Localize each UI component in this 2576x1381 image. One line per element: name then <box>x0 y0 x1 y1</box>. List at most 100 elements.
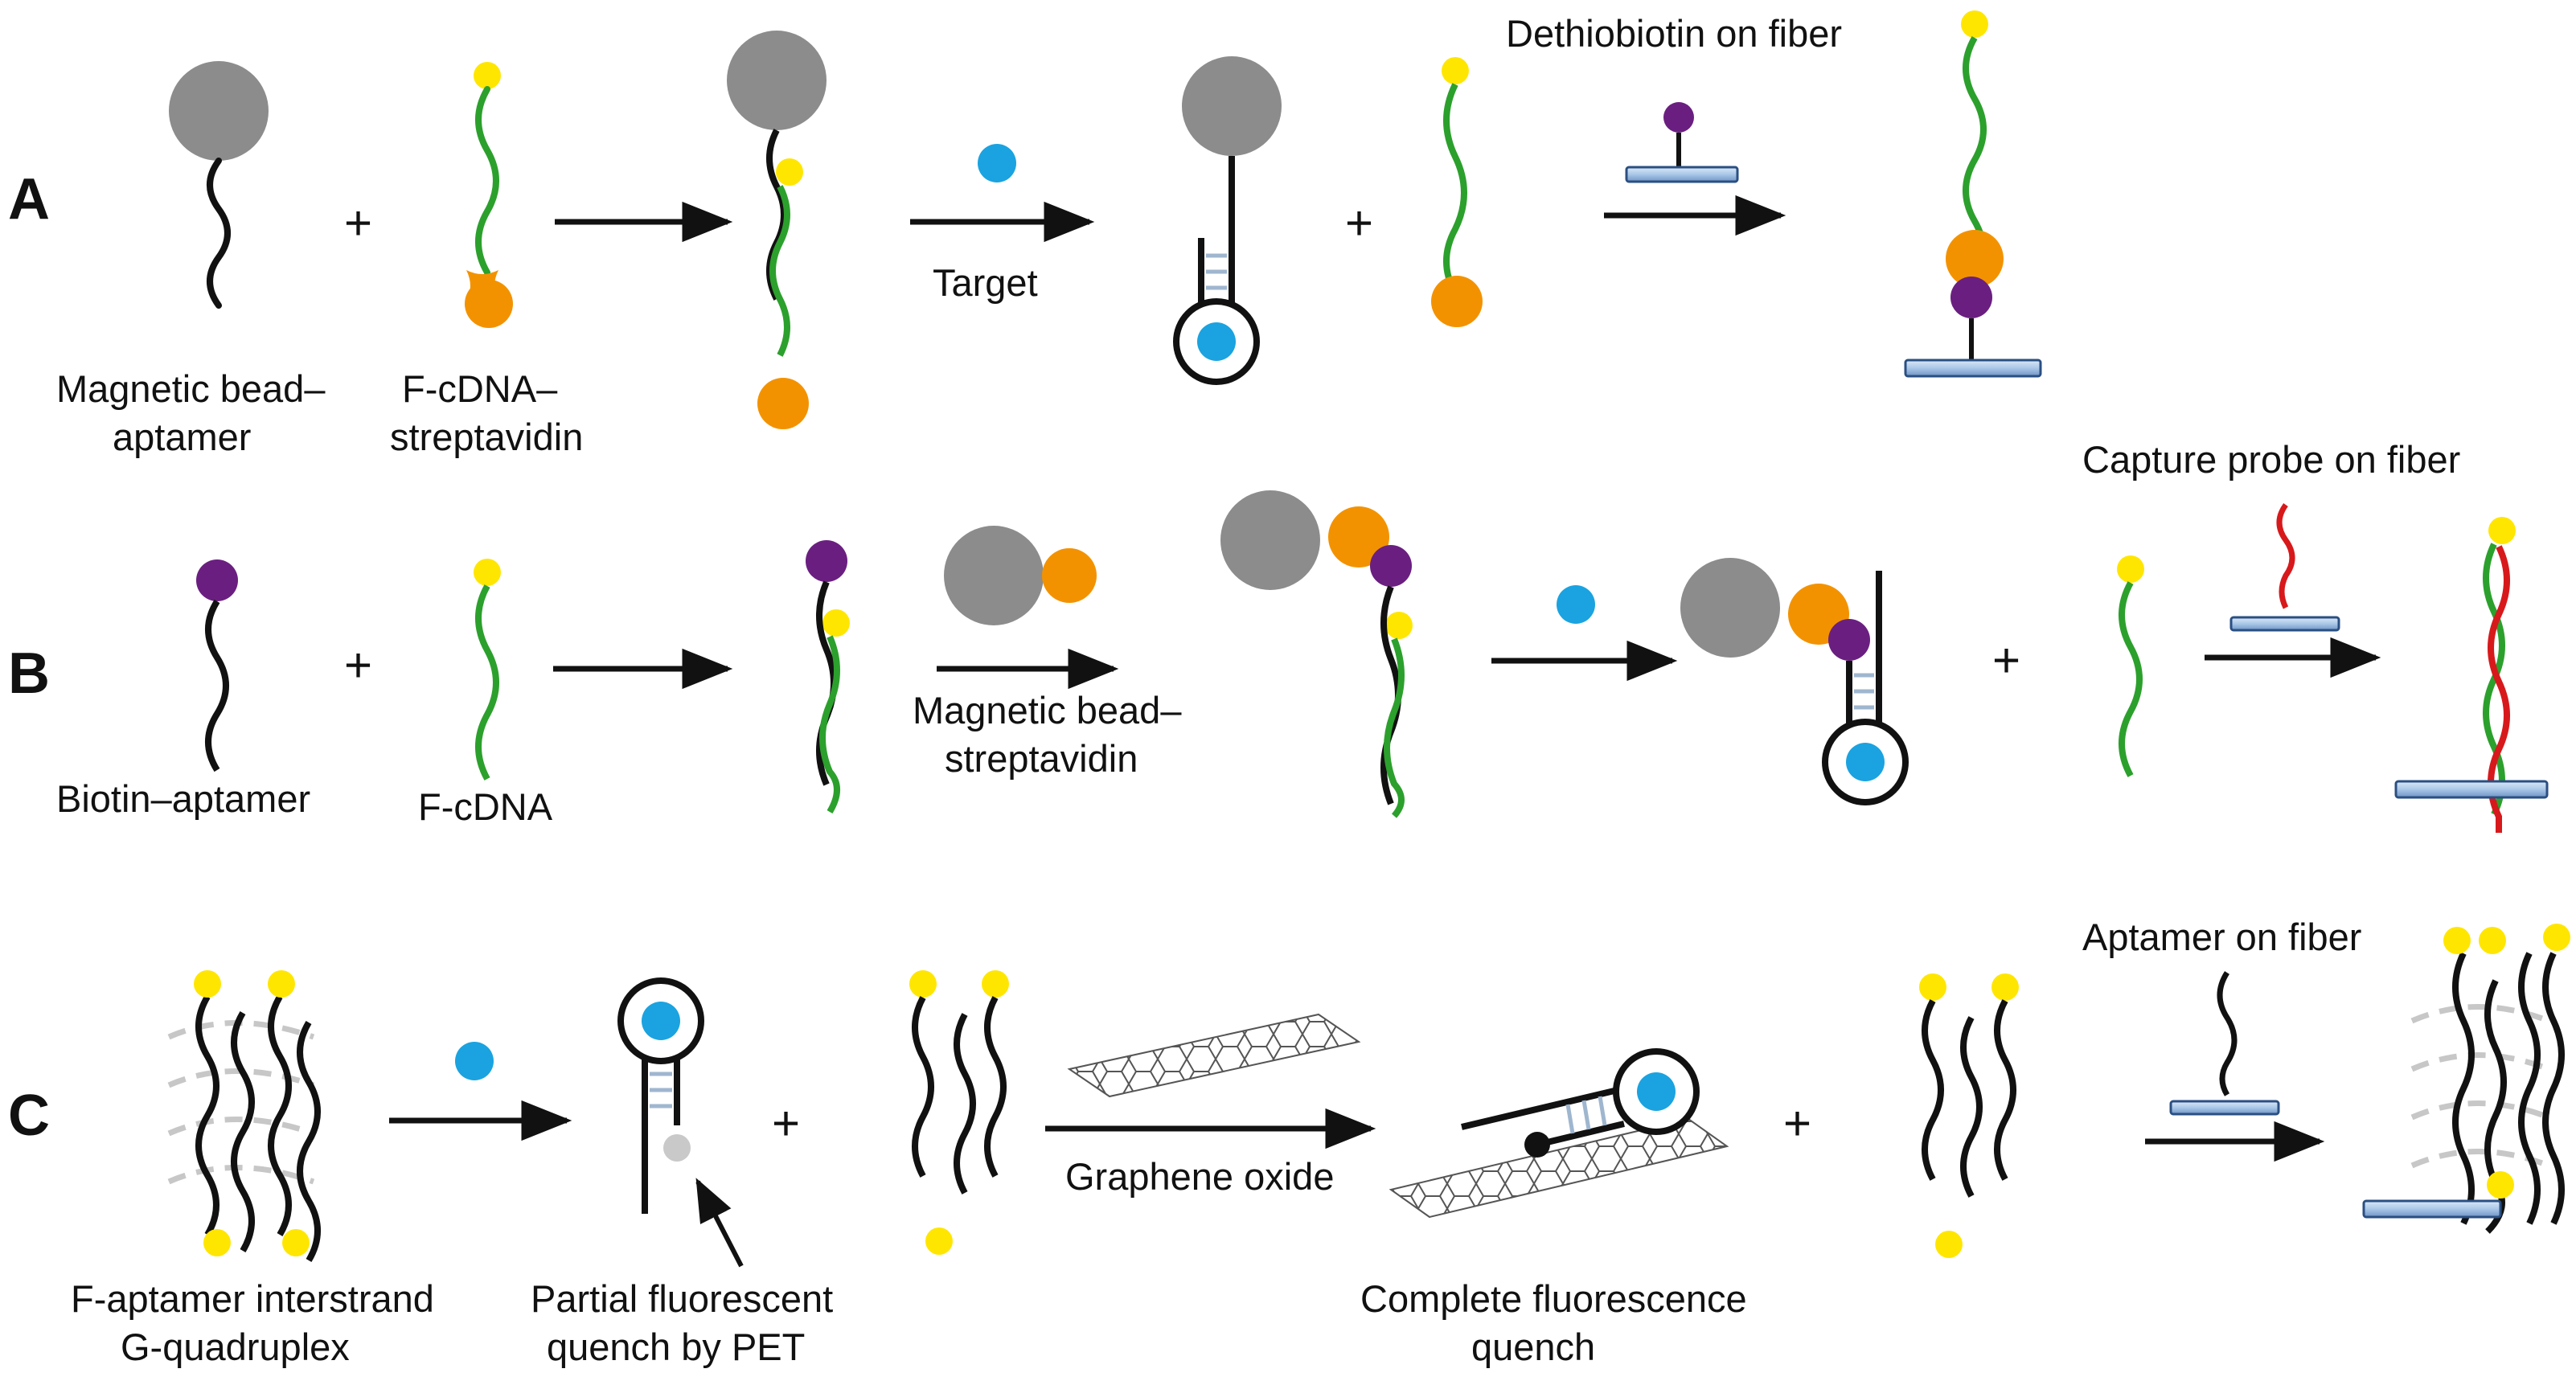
label-magnetic-bead-aptamer-1: Magnetic bead– <box>56 367 326 410</box>
fluorophore-dot <box>2543 924 2570 951</box>
cdna-strand <box>819 635 840 814</box>
magnetic-bead <box>1680 558 1780 658</box>
plus-sign: + <box>1992 633 2020 687</box>
magnetic-bead <box>727 31 827 130</box>
fluorophore-dot <box>925 1227 953 1255</box>
aptamer-strand-3 <box>984 996 1007 1178</box>
biotin-dot <box>806 540 847 582</box>
label-f-cdna-streptavidin-1: F-cDNA– <box>402 367 558 410</box>
magnetic-bead <box>944 526 1044 625</box>
label-complete-quench-2: quench <box>1471 1326 1595 1368</box>
aptamer-strand-1 <box>912 996 934 1178</box>
label-magnetic-bead-streptavidin-1: Magnetic bead– <box>913 689 1182 731</box>
fluorophore-dot <box>474 559 501 586</box>
label-f-cdna: F-cDNA <box>418 785 553 828</box>
biotin-dot <box>196 559 238 601</box>
graphene-oxide-sheet <box>1067 1013 1361 1098</box>
aptamer-strand <box>207 158 231 309</box>
released-f-cdna-streptavidin <box>1431 57 1483 327</box>
bound-target <box>642 1002 680 1040</box>
fluorophore-dot <box>1991 973 2019 1001</box>
aptamer-strand-2 <box>231 1010 255 1253</box>
row-b-letter: B <box>8 641 50 706</box>
label-g-quadruplex-1: F-aptamer interstrand <box>71 1277 434 1320</box>
bead-hairpin-target <box>1173 56 1282 385</box>
magnetic-bead <box>1182 56 1282 156</box>
cdna-strand <box>475 86 499 276</box>
target-molecule <box>1557 585 1595 624</box>
aptamer-fiber-icon <box>2169 971 2280 1116</box>
label-complete-quench-1: Complete fluorescence <box>1360 1277 1747 1320</box>
biotin-aptamer <box>196 559 238 772</box>
stem-basepairs <box>1565 1096 1607 1134</box>
plus-sign: + <box>344 638 372 692</box>
f-cdna-streptavidin <box>465 62 513 328</box>
fluorophore-dot <box>1442 57 1469 84</box>
label-magnetic-bead-streptavidin-2: streptavidin <box>945 737 1138 780</box>
aptamer-strand-2 <box>1960 1016 1983 1198</box>
capture-probe-strand <box>2276 502 2295 609</box>
stem-basepairs <box>650 1072 672 1108</box>
fluorophore-dot <box>268 970 295 998</box>
bead-biotin-duplex <box>1220 490 1413 818</box>
fluorophore-dot <box>982 970 1009 998</box>
cdna-strand <box>475 584 499 781</box>
captured-on-fiber-b <box>2394 517 2549 833</box>
released-f-cdna-b <box>2117 555 2144 777</box>
fiber-bar <box>2229 616 2340 632</box>
label-g-quadruplex-2: G-quadruplex <box>121 1326 350 1368</box>
biotin-duplex <box>806 540 850 814</box>
label-graphene-oxide: Graphene oxide <box>1065 1155 1334 1198</box>
aptamer-strand-4 <box>2542 952 2565 1225</box>
biotin-dot <box>1828 619 1870 661</box>
captured-on-fiber-c <box>2362 924 2570 1234</box>
plus-sign: + <box>344 196 372 250</box>
fluorophore-dot <box>1385 612 1413 639</box>
target-molecule <box>978 144 1016 182</box>
label-aptamer-fiber: Aptamer on fiber <box>2082 916 2361 958</box>
bead-hairpin-target-b <box>1680 558 1909 805</box>
free-f-aptamers <box>909 970 1009 1255</box>
cdna-strand <box>1384 637 1405 818</box>
cdna-strand <box>769 185 790 357</box>
g-quadruplex <box>167 970 321 1263</box>
bound-target <box>1846 743 1885 781</box>
pet-hairpin <box>617 977 744 1268</box>
streptavidin-body <box>1946 230 2004 288</box>
label-target: Target <box>933 261 1038 304</box>
stem-basepairs <box>1854 673 1874 710</box>
fluorophore-dot <box>282 1229 310 1256</box>
bead-duplex-complex <box>727 31 827 429</box>
capture-probe-strand <box>2488 545 2510 833</box>
cdna-strand <box>1443 83 1467 295</box>
aptamer-strand-3 <box>1994 999 2016 1181</box>
aptamer-strand-1 <box>1922 999 1944 1181</box>
fluorophore-dot <box>776 158 803 186</box>
aptamer-strand <box>2217 971 2238 1096</box>
cdna-strand <box>2119 581 2143 777</box>
hairpin-stem-upper <box>1461 1087 1618 1130</box>
plus-sign: + <box>1783 1096 1811 1150</box>
free-f-aptamers-2 <box>1919 973 2019 1258</box>
magnetic-bead <box>1220 490 1320 590</box>
streptavidin-body <box>465 280 513 328</box>
fluorophore-dot <box>822 609 850 637</box>
fluorophore-dot <box>2117 555 2144 583</box>
label-pet-2: quench by PET <box>547 1326 805 1368</box>
streptavidin-body <box>757 378 809 429</box>
dethiobiotin-fiber-icon <box>1625 102 1739 183</box>
aptamer-strand <box>205 599 229 772</box>
fluorophore-dot <box>203 1229 231 1256</box>
pointer-arrow <box>695 1178 744 1268</box>
streptavidin-body <box>1431 276 1483 327</box>
fluorophore-dot <box>1961 10 1988 38</box>
row-a-letter: A <box>8 167 50 232</box>
fluorophore-dot <box>1935 1231 1963 1258</box>
fluorophore-dot <box>2443 927 2471 954</box>
aptamer-strand-1 <box>195 994 219 1237</box>
aptamer-strand-3 <box>268 994 292 1237</box>
aptamer-strand-1 <box>2452 952 2475 1225</box>
aptamer-strand-3 <box>2518 952 2541 1225</box>
fiber-bar <box>2169 1100 2280 1116</box>
fiber-bar <box>1904 359 2042 378</box>
